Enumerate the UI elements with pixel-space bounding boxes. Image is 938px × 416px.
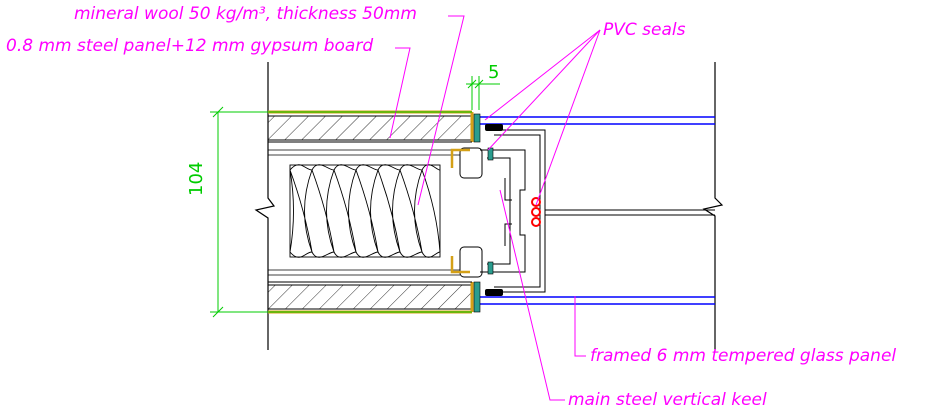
- lower-glass-panel: [480, 296, 715, 305]
- right-wall-break-line: [702, 62, 724, 350]
- red-pvc-seal: [531, 197, 541, 227]
- mineral-wool-insulation: [289, 164, 441, 258]
- gold-clips: [450, 148, 470, 274]
- upper-gypsum-panel: [267, 110, 474, 143]
- steel-keel-profile: [459, 129, 715, 293]
- height-dimension-label: 104: [186, 161, 207, 196]
- pvc-seals-label: PVC seals: [603, 20, 686, 40]
- steel-panel-label: 0.8 mm steel panel+12 mm gypsum board: [6, 36, 374, 56]
- lower-gypsum-panel: [267, 281, 474, 314]
- edge-gaskets: [473, 113, 494, 313]
- glazing-seals: [485, 124, 503, 296]
- leader-lines: [389, 15, 601, 401]
- mineral-wool-label: mineral wool 50 kg/m³, thickness 50mm: [74, 4, 417, 24]
- gap-dimension-label: 5: [488, 62, 500, 83]
- keel-label: main steel vertical keel: [568, 390, 767, 410]
- left-wall-break-line: [254, 62, 276, 350]
- inner-steel-skin: [268, 149, 460, 276]
- dimension-lines: [210, 76, 500, 318]
- glass-panel-label: framed 6 mm tempered glass panel: [590, 346, 897, 366]
